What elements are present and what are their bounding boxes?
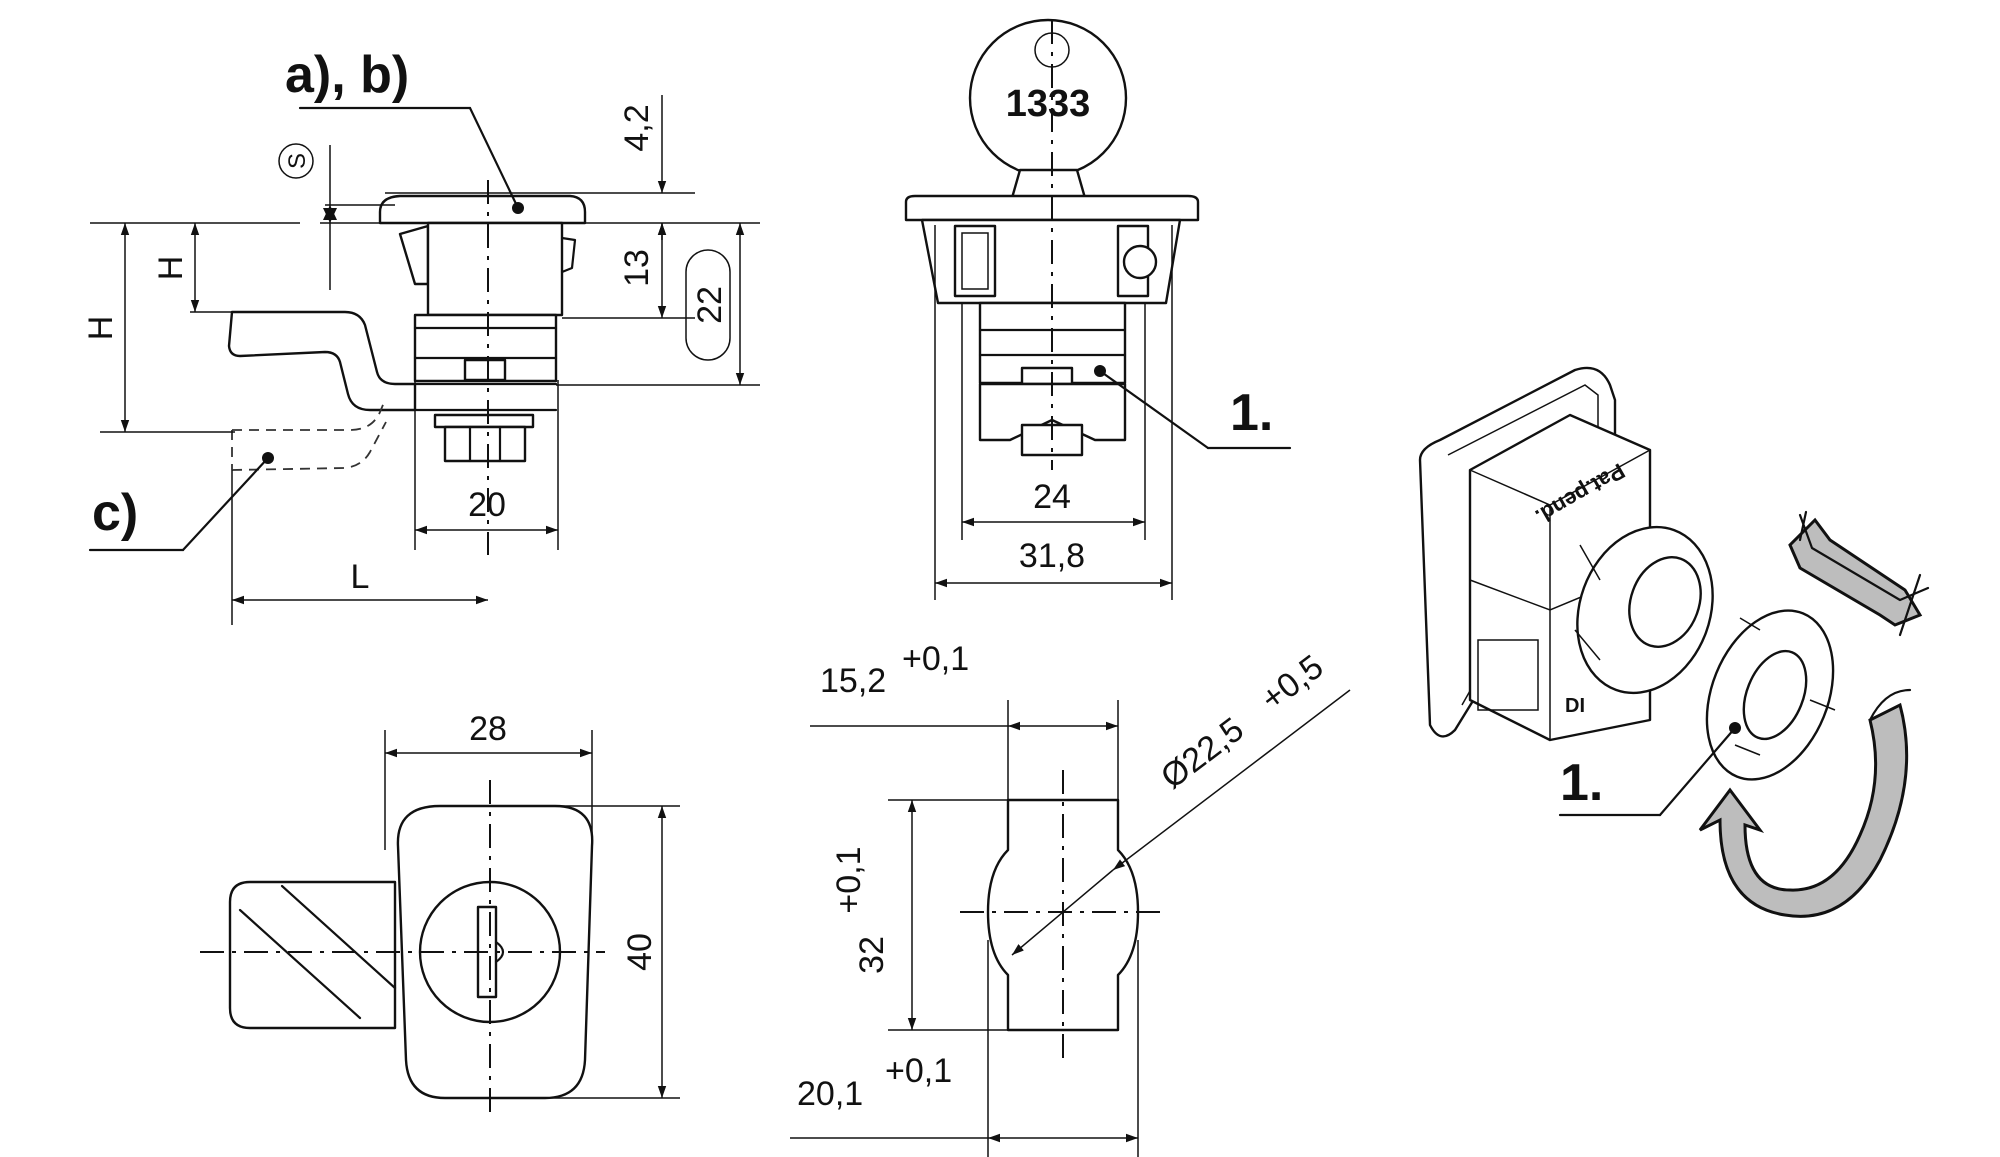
key-neck (1010, 168, 1087, 200)
side-latch-tab (398, 224, 430, 286)
dim-h-small: H (152, 256, 190, 281)
side-view: S H H 4,2 13 22 20 L a), b) c) (82, 46, 760, 625)
front-view: 1333 24 31,8 1. (904, 18, 1292, 600)
dim-15-2: 15,2 (820, 662, 886, 700)
dim-13: 13 (618, 249, 656, 287)
cutout-view: 15,2 +0,1 Ø22,5 +0,5 32 +0,1 20,1 +0,1 (790, 640, 1351, 1157)
bottom-view: 28 40 (200, 710, 680, 1120)
dim-h-large: H (82, 316, 120, 341)
dim-4-2: 4,2 (618, 104, 656, 151)
dim-40: 40 (621, 933, 659, 971)
tol-32: +0,1 (830, 846, 868, 913)
tol-15-2: +0,1 (902, 640, 969, 678)
dim-31-8: 31,8 (1019, 537, 1085, 575)
tol-dia: +0,5 (1254, 648, 1330, 719)
side-cam-arm (227, 310, 417, 412)
callout-one-front: 1. (1230, 384, 1273, 442)
callout-c: c) (92, 484, 138, 542)
side-cap (378, 194, 587, 225)
dim-20-1: 20,1 (797, 1075, 863, 1113)
key-number: 1333 (1006, 83, 1091, 125)
bottom-arm (228, 880, 397, 1030)
side-arm-alternate (231, 399, 387, 471)
iso-din-label: DI (1565, 695, 1585, 717)
dim-s-label: S (284, 153, 311, 169)
dim-l: L (351, 558, 370, 596)
rotate-arrow (1698, 702, 1909, 918)
iso-view: Pat.pend. DI 1. (1418, 366, 1930, 918)
dim-24: 24 (1033, 478, 1071, 516)
dim-28: 28 (469, 710, 507, 748)
dim-dia: Ø22,5 (1154, 710, 1251, 796)
dim-22: 22 (691, 286, 729, 324)
dim-22-frame (685, 249, 731, 361)
side-body (426, 221, 564, 317)
side-lower-shaft (433, 413, 535, 429)
dim-32: 32 (853, 936, 891, 974)
tol-20-1: +0,1 (885, 1052, 952, 1090)
callout-ab: a), b) (285, 46, 409, 104)
callout-one-iso: 1. (1560, 754, 1603, 812)
dim-20: 20 (468, 486, 506, 524)
